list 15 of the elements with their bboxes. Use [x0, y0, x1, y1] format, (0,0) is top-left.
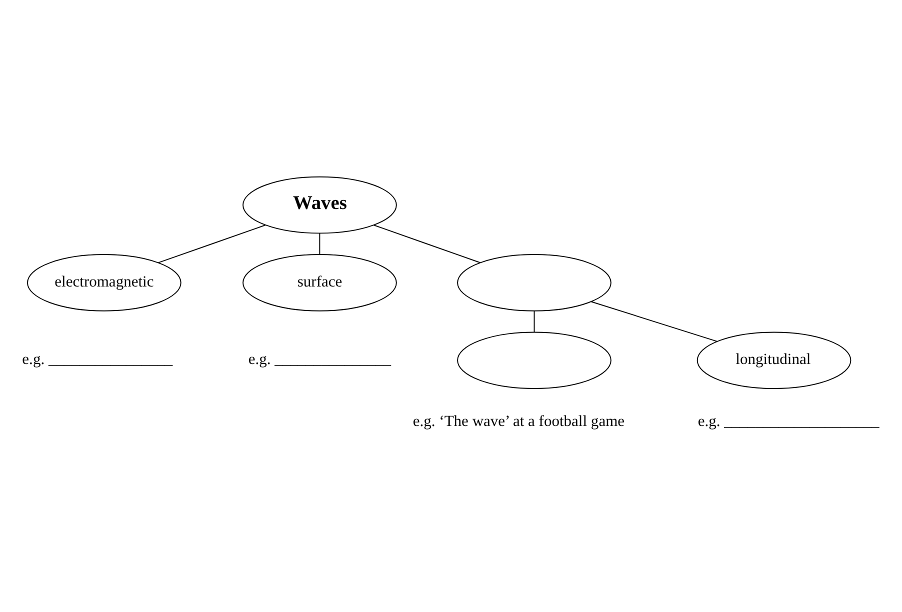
connector	[319, 232, 320, 255]
connector	[373, 224, 481, 264]
node-ellipse: longitudinal	[696, 332, 852, 389]
node-ellipse	[457, 254, 612, 312]
connector	[590, 301, 718, 342]
node-label: e.g. ____________________	[698, 413, 880, 430]
connector	[534, 310, 535, 333]
node-label: e.g. ________________	[22, 351, 173, 368]
node-ellipse: surface	[242, 254, 397, 312]
node-ellipse	[457, 332, 612, 389]
node-label: e.g. _______________	[248, 351, 392, 368]
connector	[158, 224, 266, 264]
node-ellipse: electromagnetic	[27, 254, 182, 312]
node-ellipse: Waves	[242, 176, 397, 234]
node-label: e.g. ‘The wave’ at a football game	[412, 413, 625, 430]
